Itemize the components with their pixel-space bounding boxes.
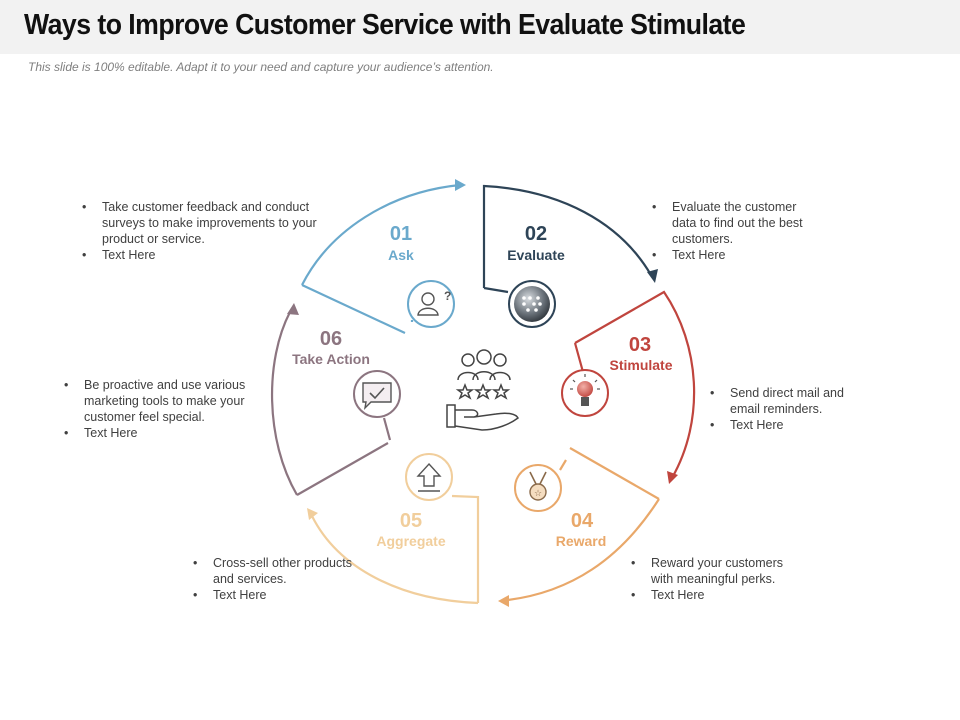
bullet-item: Text Here: [652, 247, 822, 263]
segment-06-arrowhead: [287, 303, 299, 315]
segment-04-reward: 04 Reward ☆: [498, 447, 660, 607]
bullet-item: Text Here: [82, 247, 332, 263]
segment-05-aggregate: 05 Aggregate: [307, 453, 480, 605]
bullet-item: Take customer feedback and conduct surve…: [82, 199, 332, 247]
svg-text:☆: ☆: [534, 489, 542, 499]
bullet-item: Send direct mail and email reminders.: [710, 385, 870, 417]
bullet-item: Text Here: [710, 417, 870, 433]
page-subtitle: This slide is 100% editable. Adapt it to…: [28, 60, 494, 74]
bullet-item: Reward your customers with meaningful pe…: [631, 555, 806, 587]
step-06-bullets: Be proactive and use various marketing t…: [64, 377, 264, 441]
bullet-item: Evaluate the customer data to find out t…: [652, 199, 822, 247]
step-number-02: 02: [525, 223, 547, 245]
bullet-item: Text Here: [193, 587, 353, 603]
speech-check-icon: [353, 370, 401, 418]
person-question-icon: ?: [407, 280, 455, 328]
segment-01-outline: [301, 183, 461, 334]
step-number-01: 01: [390, 223, 412, 245]
step-label-ask: Ask: [388, 247, 414, 263]
segment-03-outline: [573, 290, 696, 479]
step-label-aggregate: Aggregate: [376, 533, 445, 549]
customer-rating-hand-icon: [446, 349, 519, 431]
step-number-05: 05: [400, 510, 422, 532]
step-02-bullets: Evaluate the customer data to find out t…: [652, 199, 822, 263]
segment-03-stimulate: 03 Stimulate: [561, 290, 696, 484]
segment-02-evaluate: 02 Evaluate: [482, 184, 658, 328]
svg-text:?: ?: [444, 289, 451, 303]
step-number-03: 03: [629, 334, 651, 356]
step-01-bullets: Take customer feedback and conduct surve…: [82, 199, 332, 263]
upload-arrow-icon: [405, 453, 453, 501]
step-03-bullets: Send direct mail and email reminders. Te…: [710, 385, 870, 433]
title-bar: [0, 0, 960, 54]
step-label-take-action: Take Action: [292, 351, 370, 367]
lightbulb-icon: [561, 369, 609, 417]
step-number-06: 06: [320, 328, 342, 350]
medal-icon: ☆: [514, 464, 562, 512]
bullet-item: Text Here: [64, 425, 264, 441]
step-label-evaluate: Evaluate: [507, 247, 565, 263]
segment-02-arrowhead: [647, 269, 658, 283]
step-number-04: 04: [571, 510, 594, 532]
bullet-item: Cross-sell other products and services.: [193, 555, 353, 587]
segment-01-arrowhead: [455, 179, 466, 191]
step-05-bullets: Cross-sell other products and services. …: [193, 555, 353, 603]
segment-06-take-action: 06 Take Action: [270, 303, 401, 496]
step-label-reward: Reward: [556, 533, 607, 549]
bullet-item: Text Here: [631, 587, 806, 603]
segment-03-arrowhead: [667, 471, 678, 484]
segment-04-outline: [507, 447, 660, 602]
segment-02-outline: [482, 184, 652, 294]
step-04-bullets: Reward your customers with meaningful pe…: [631, 555, 806, 603]
segment-04-arrowhead: [498, 595, 509, 607]
bullet-item: Be proactive and use various marketing t…: [64, 377, 264, 425]
segment-05-arrowhead: [307, 508, 318, 520]
page-title: Ways to Improve Customer Service with Ev…: [24, 9, 746, 41]
segment-06-outline: [270, 311, 392, 496]
segment-01-ask: 01 Ask ?: [301, 179, 466, 334]
step-label-stimulate: Stimulate: [609, 357, 672, 373]
segment-05-outline: [311, 494, 480, 605]
abacus-icon: [508, 280, 556, 328]
